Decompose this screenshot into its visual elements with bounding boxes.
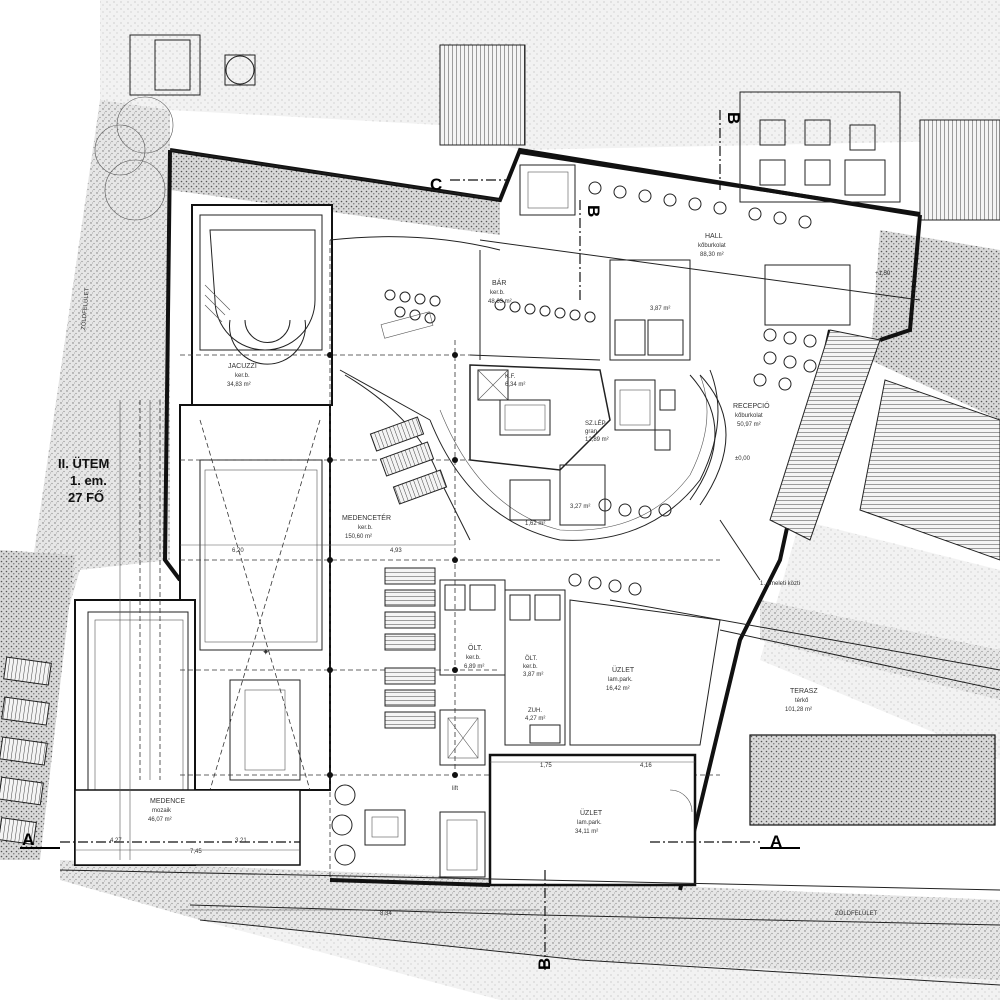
section-b-bottom: B: [535, 958, 554, 970]
zold-2: ZÖLDFELÜLET: [835, 910, 878, 917]
site-boundary: [59, 869, 1000, 986]
jacuzzi-area: 34,83 m²: [227, 382, 251, 388]
wc2-area: 3,27 m²: [570, 504, 590, 510]
medence-name: MEDENCE: [150, 798, 185, 805]
jacuzzi-floor: ker.b.: [235, 373, 250, 379]
terasz-area: 101,28 m²: [785, 707, 812, 713]
medencetér-name: MEDENCETÉR: [342, 513, 391, 522]
dim-uzlet-1: 1,75: [540, 763, 552, 769]
uzlet1-floor: lam.park.: [608, 677, 633, 683]
section-b-mid: B: [584, 205, 603, 217]
corridor-note: 1. emeleti közti: [760, 581, 800, 587]
section-lines: A A C B B B: [20, 110, 800, 970]
recepcio-floor: kőburkolat: [735, 413, 763, 419]
top-steps: [129, 34, 1000, 221]
jacuzzi: JACUZZI ker.b. 34,83 m²: [191, 204, 333, 406]
uzlet2-area: 34,11 m²: [575, 829, 598, 835]
elevator-label: lift: [452, 786, 458, 792]
dim-grid-2: 4,93: [390, 548, 402, 554]
uzlet1-area: 16,42 m²: [606, 686, 630, 692]
medence-floor: mozaik: [152, 808, 172, 814]
kezelo-area: 6,34 m²: [505, 382, 525, 388]
phase-line-3: 27 FŐ: [68, 490, 104, 505]
dim-medence-3: 7,45: [190, 849, 202, 855]
olt-name: ÖLT.: [468, 644, 482, 652]
east-stairs: [764, 264, 1000, 561]
reception-chairs: [568, 328, 817, 596]
zuhany-area: 4,27 m²: [525, 716, 545, 722]
wc1-area: 3,87 m²: [650, 306, 670, 312]
lower-rooms: ÖLT. ker.b. 6,89 m² ÖLT. ker.b. 3,87 m² …: [439, 579, 721, 878]
olt-area: 6,89 m²: [464, 664, 484, 670]
green-labels: ZÖLDFELÜLET ZÖLDFELÜLET 8,34: [80, 287, 878, 917]
hall-area: 88,30 m²: [700, 252, 724, 258]
phase-line-2: 1. em.: [70, 473, 107, 488]
hall-floor: kőburkolat: [698, 243, 726, 249]
folyoso-area: 1,62 m²: [525, 521, 545, 527]
pool-hall: ✦: [179, 404, 331, 791]
bar-floor: ker.b.: [490, 290, 505, 296]
kezelo-name: K.F.: [505, 374, 516, 380]
uzlet2: ÜZLET lam.park. 34,11 m² 1,75 4,16: [488, 753, 697, 887]
terasz-name: TERASZ: [790, 688, 818, 695]
pool-stairs: [229, 679, 301, 781]
jacuzzi-stairs: [204, 284, 231, 323]
terasz-floor: térkő: [795, 698, 809, 704]
sun-loungers-indoor: [369, 416, 448, 729]
pool-marker: ✦: [262, 647, 270, 657]
medence: MEDENCE mozaik 46,07 m² 4,27 3,21 7,45: [74, 599, 301, 866]
uzlet2-floor: lam.park.: [577, 820, 602, 826]
olt2-area: 3,87 m²: [523, 672, 543, 678]
zuhany-name: ZUH.: [528, 708, 542, 714]
dimension-lines: [75, 400, 695, 911]
uzlet2-name: ÜZLET: [580, 809, 603, 817]
recepcio: RECEPCIÓ kőburkolat 50,97 m² ±0,00 +1,50: [568, 271, 891, 596]
dim-bottom: 8,34: [380, 911, 392, 917]
phase-label: II. ÜTEM 1. em. 27 FŐ: [58, 456, 109, 505]
trees: [94, 96, 174, 221]
phase-line-1: II. ÜTEM: [58, 456, 109, 471]
szlap-area: 12,89 m²: [585, 437, 609, 443]
bar-area: 48,63 m²: [488, 299, 512, 305]
medencetér-area: 150,60 m²: [345, 534, 372, 540]
zold-1: ZÖLDFELÜLET: [80, 287, 91, 330]
szlap-name: SZ.LÉP.: [585, 420, 607, 427]
core-rooms: K.F. 6,34 m² 3,87 m² SZ.LÉP. gran. 12,89…: [469, 259, 691, 527]
olt2-floor: ker.b.: [523, 664, 538, 670]
dim-uzlet-2: 4,16: [640, 763, 652, 769]
medencetér-floor: ker.b.: [358, 525, 373, 531]
jacuzzi-name: JACUZZI: [228, 363, 257, 370]
hall-chairs: [588, 181, 812, 229]
curved-wall: [329, 236, 719, 541]
hall-name: HALL: [705, 233, 723, 240]
olt-floor: ker.b.: [466, 655, 481, 661]
level-marker-2: +1,50: [875, 271, 891, 277]
dim-medence-2: 3,21: [235, 838, 247, 844]
hall: HALL kőburkolat 88,30 m²: [519, 91, 901, 258]
recepcio-area: 50,97 m²: [737, 422, 761, 428]
section-b-top: B: [724, 112, 743, 124]
section-a-left: A: [22, 830, 34, 849]
planters: [331, 784, 406, 866]
terasz: TERASZ térkő 101,28 m² 1. emeleti közti: [609, 519, 1000, 826]
bar-name: BÁR: [492, 278, 506, 287]
bar-chairs: [380, 289, 596, 339]
bar: BÁR ker.b. 48,63 m²: [380, 250, 601, 361]
recepcio-name: RECEPCIÓ: [733, 401, 770, 410]
medence-area: 46,07 m²: [148, 817, 172, 823]
olt2-name: ÖLT.: [525, 655, 538, 662]
medencetér: MEDENCETÉR ker.b. 150,60 m² 6,20 4,93: [232, 513, 402, 554]
uzlet1-name: ÜZLET: [612, 666, 635, 674]
dim-medence-1: 4,27: [110, 838, 122, 844]
section-c: C: [430, 175, 442, 194]
section-a-right: A: [770, 832, 782, 851]
sun-loungers-outdoor: [0, 656, 52, 845]
dim-grid-1: 6,20: [232, 548, 244, 554]
szlap-floor: gran.: [585, 429, 599, 435]
level-marker: ±0,00: [735, 456, 751, 462]
